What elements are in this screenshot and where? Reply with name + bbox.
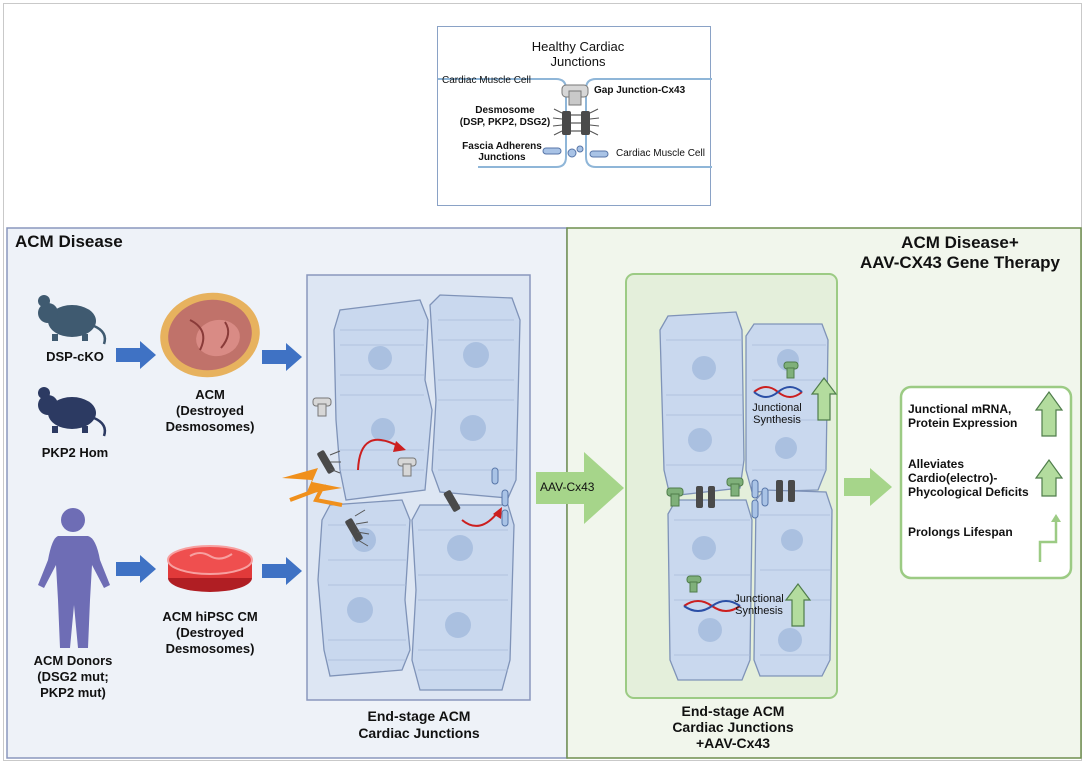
right-caption: End-stage ACM Cardiac Junctions +AAV-Cx4…: [672, 703, 794, 751]
label-hipsc: ACM hiPSC CM (Destroyed Desmosomes): [162, 609, 258, 656]
lightning-icon-2: [289, 484, 343, 507]
inset-label-desmosome: Desmosome (DSP, PKP2, DSG2): [459, 105, 551, 128]
right-cardiomyocytes: [659, 311, 833, 681]
broken-desmosome-icons: [317, 450, 461, 547]
inset-label-gap-junction: Gap Junction-Cx43: [594, 85, 686, 96]
outcome-item-3: Prolongs Lifespan: [908, 525, 1013, 539]
healthy-junctions-inset: Healthy Cardiac Junctions Cardiac Muscle…: [437, 26, 712, 206]
inset-label-fascia: Fascia Adherens Junctions: [462, 141, 542, 163]
outcome-icons: [1034, 390, 1064, 497]
floating-gap-junction-icons: [312, 397, 417, 477]
inset-junction-drawing: [438, 78, 712, 168]
red-arrowheads: [393, 441, 502, 519]
label-dsp-cko: DSP-cKO: [46, 349, 104, 364]
outcomes-box: [899, 385, 1073, 580]
lightning-icon: [282, 468, 342, 494]
red-arrows: [357, 438, 499, 527]
label-pkp2-hom: PKP2 Hom: [41, 445, 109, 460]
dna-helix-icons: [683, 386, 803, 612]
right-striations: [666, 339, 830, 656]
restored-gap-junction-icons: [666, 361, 799, 593]
aav-arrow: [536, 452, 624, 524]
petri-dish-icon: [167, 545, 253, 592]
mouse-icon-dsp: [38, 295, 107, 345]
left-nuclei: [347, 342, 489, 638]
restored-fascia-icons: [751, 479, 769, 519]
label-acm-heart: ACM (Destroyed Desmosomes): [165, 387, 255, 434]
inset-label-cell-right: Cardiac Muscle Cell: [616, 148, 705, 159]
mouse-icon-pkp2: [38, 387, 107, 437]
left-panel-title: ACM Disease: [15, 232, 123, 251]
label-synthesis-top: Junctional Synthesis: [752, 402, 802, 426]
left-striations: [328, 319, 514, 671]
outcome-arrow-up-1: [1034, 390, 1064, 437]
human-icon: [38, 508, 110, 648]
right-nuclei: [688, 349, 803, 652]
outcome-item-2: Alleviates Cardio(electro)- Phycological…: [908, 457, 1029, 499]
desmosome-icon: [552, 108, 600, 136]
aav-arrow-label: AAV-Cx43: [540, 480, 595, 494]
gap-junction-icon: [561, 84, 589, 106]
up-arrows: [784, 377, 838, 627]
lifespan-step-arrowhead: [1051, 514, 1061, 522]
outcome-arrow: [844, 468, 892, 506]
left-caption: End-stage ACM Cardiac Junctions: [358, 708, 480, 741]
right-panel-title: ACM Disease+ AAV-CX43 Gene Therapy: [860, 233, 1060, 272]
floating-fascia-icons: [491, 467, 509, 527]
heart-section-icon: [160, 292, 260, 378]
inset-title: Healthy Cardiac Junctions: [531, 39, 625, 69]
outcome-item-1: Junctional mRNA, Protein Expression: [908, 402, 1018, 430]
restored-desmosome-icons: [696, 480, 795, 508]
fascia-adherens-icon: [542, 145, 609, 158]
inset-label-cell-left: Cardiac Muscle Cell: [442, 75, 531, 86]
lifespan-step-icon: [1038, 520, 1058, 562]
label-synthesis-bottom: Junctional Synthesis: [734, 593, 784, 617]
outcome-arrow-up-2: [1034, 458, 1064, 497]
label-acm-donors: ACM Donors (DSG2 mut; PKP2 mut): [33, 653, 113, 700]
blue-arrows: [116, 341, 302, 585]
